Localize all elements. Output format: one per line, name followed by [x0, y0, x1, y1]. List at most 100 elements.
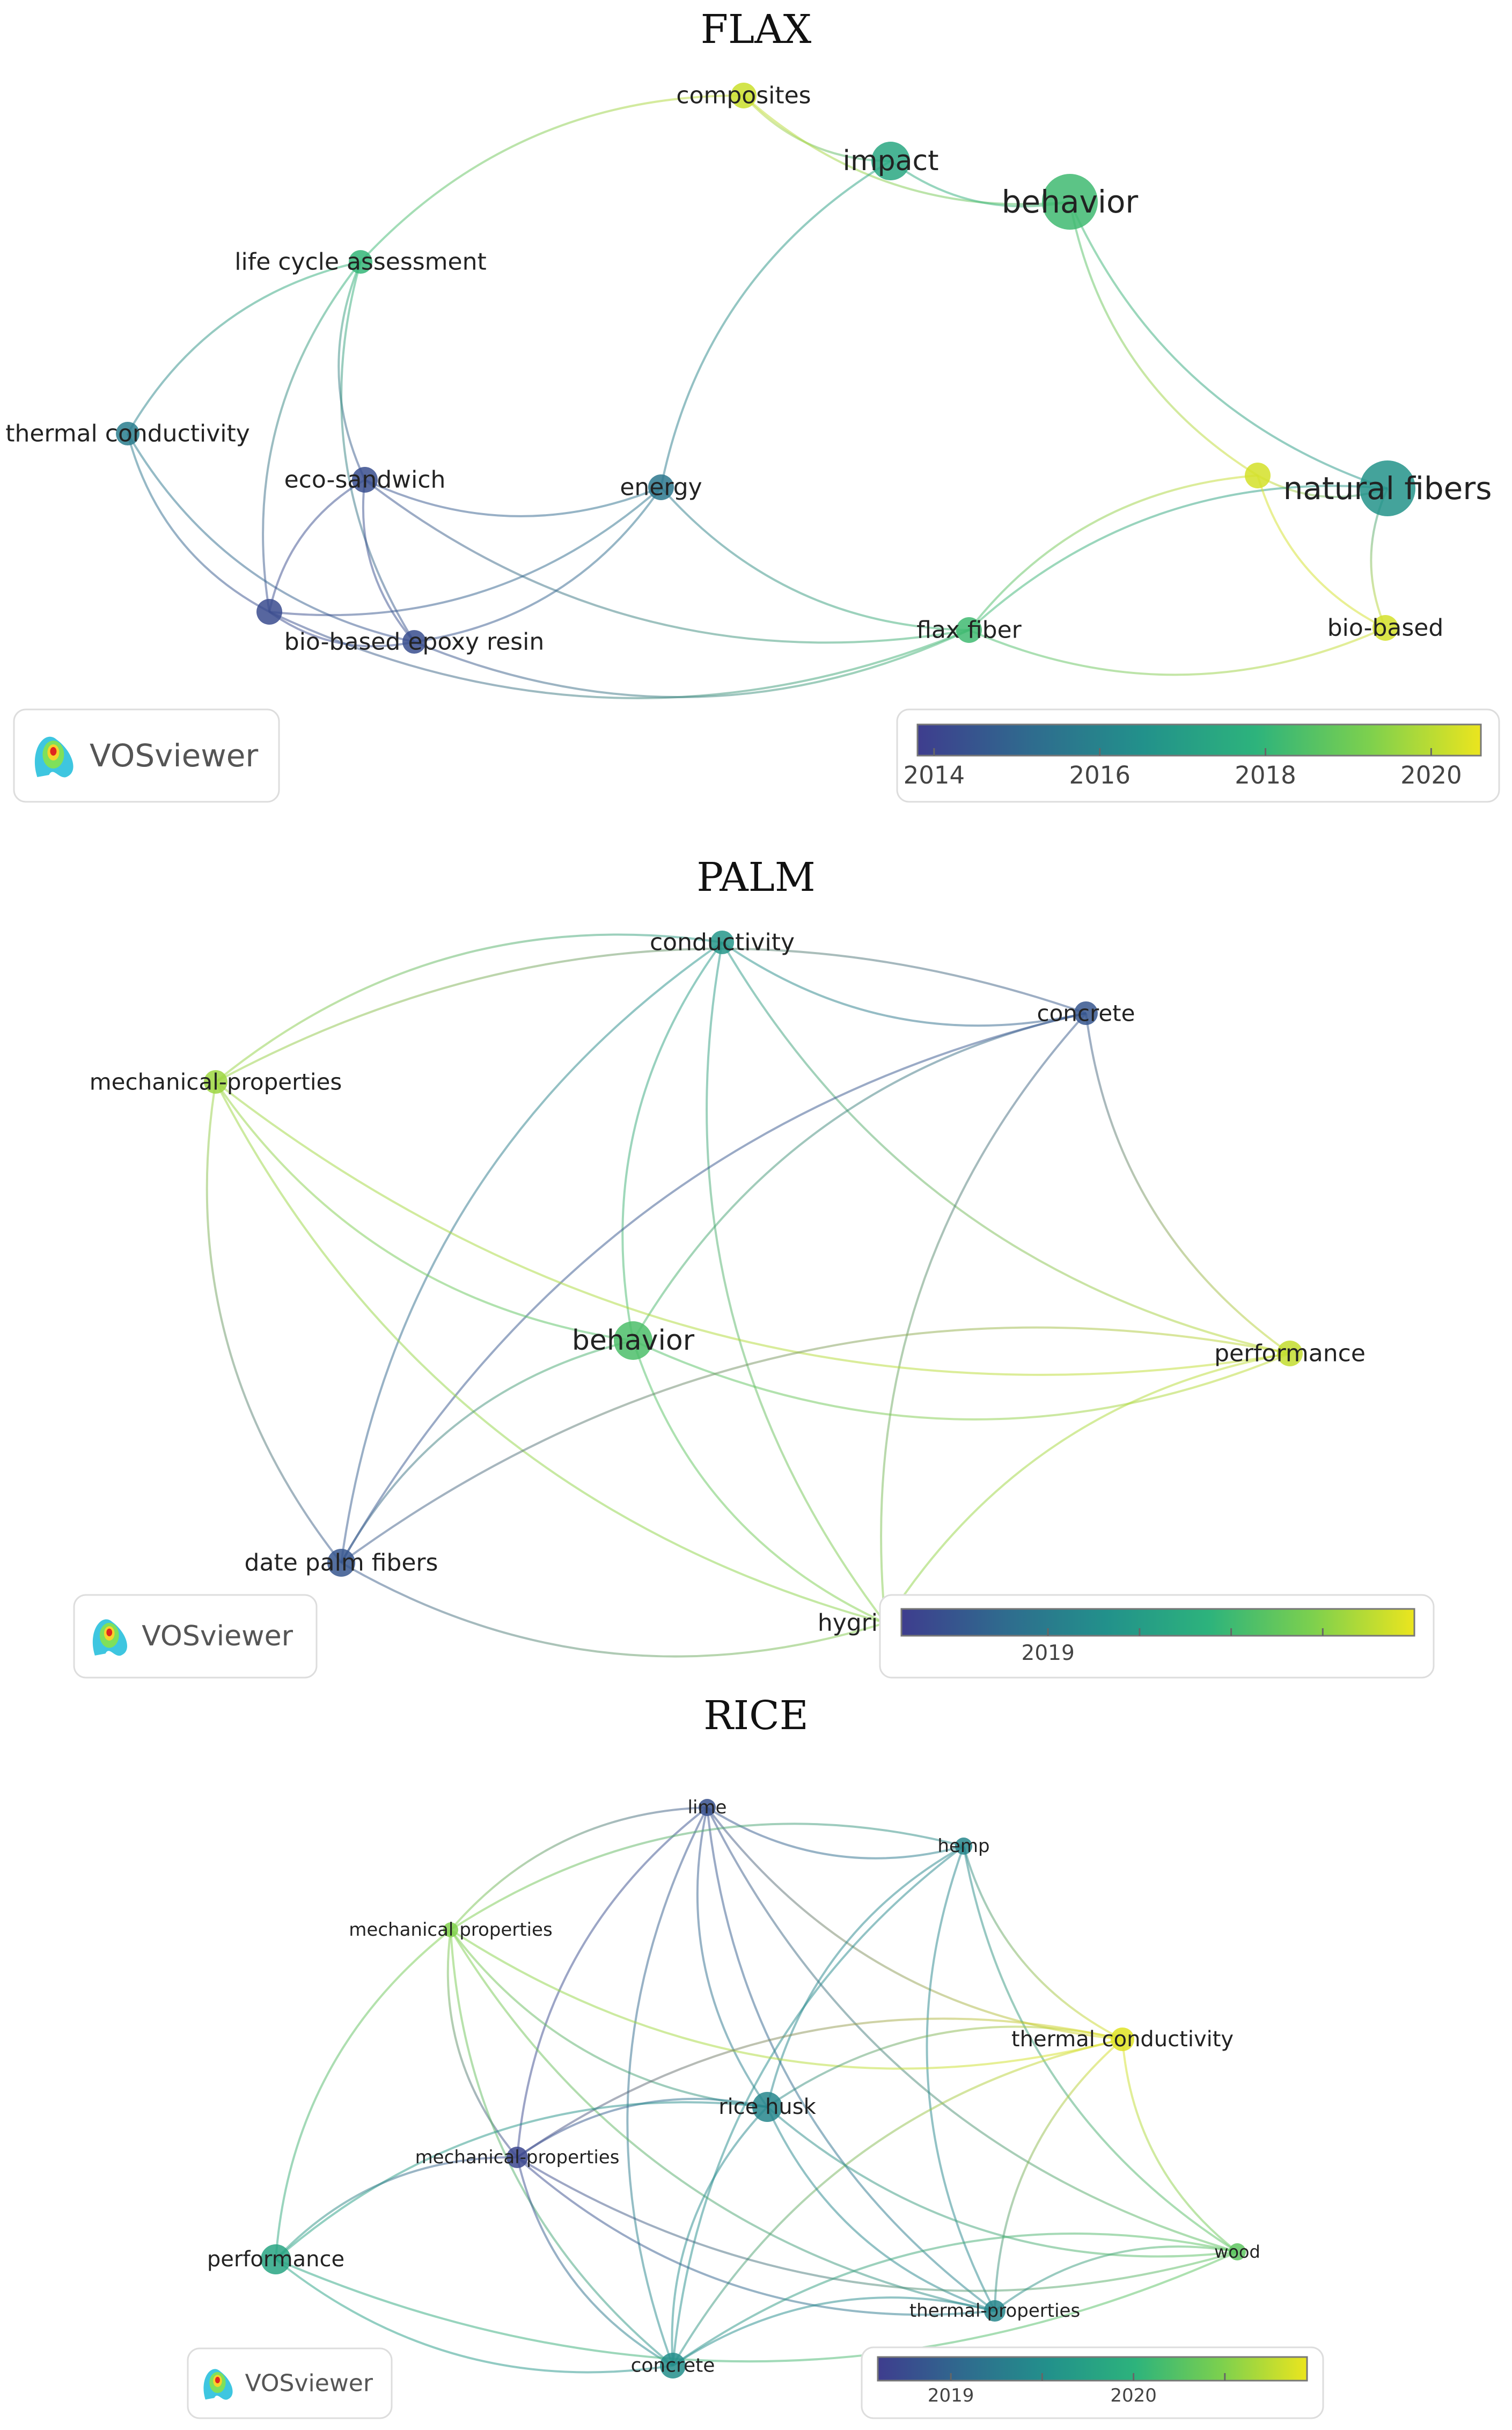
node-lca[interactable] [349, 250, 372, 274]
edge-unlabeled1-epoxy [268, 611, 415, 648]
edge-conductivity-mech [215, 933, 723, 1083]
edge-lime-thermalc [706, 1806, 1123, 2040]
node-rice[interactable] [752, 2092, 782, 2122]
scale-label: 2020 [1400, 761, 1462, 789]
edge-unlabeled1-energy [269, 486, 662, 617]
edge-impact-energy [660, 160, 892, 488]
edge-behavior-performance [633, 1340, 1290, 1421]
edge-thermalc-mech2 [516, 2017, 1123, 2158]
edge-mech1-performance [275, 1929, 452, 2260]
node-thermalp[interactable] [984, 2300, 1005, 2322]
node-composites[interactable] [731, 83, 757, 108]
edge-eco-epoxy [362, 479, 415, 643]
node-label-composites: composites [676, 82, 811, 109]
node-label-mech1: mechanical properties [349, 1919, 552, 1941]
node-label-behavior: behavior [572, 1324, 695, 1357]
edge-thermal-epoxy [127, 433, 415, 643]
panel-title: PALM [696, 854, 815, 901]
edge-eco-energy [364, 479, 662, 517]
panel-title: RICE [703, 1693, 809, 1739]
edge-lime-hemp [706, 1806, 964, 1860]
node-lime[interactable] [699, 1799, 716, 1816]
edge-conductivity-performance [721, 941, 1290, 1355]
node-wood[interactable] [1229, 2243, 1246, 2260]
node-concrete[interactable] [1074, 1001, 1098, 1025]
panel-title: FLAX [701, 6, 812, 53]
edge-yellowdot-flax [968, 474, 1258, 631]
edge-rice-concrete [671, 2106, 768, 2366]
logo-box [73, 1594, 318, 1679]
edge-conductivity-datepalm [340, 941, 723, 1563]
edge-thermalc-concrete [672, 2038, 1123, 2367]
node-yellowdot[interactable] [1245, 463, 1271, 488]
edge-flax-biobased [968, 627, 1386, 676]
logo-blob-core [50, 747, 57, 756]
node-mech2[interactable] [507, 2147, 528, 2168]
edge-conductivity-hygric [706, 942, 886, 1624]
edge-rice-thermalp [766, 2106, 995, 2312]
node-flax[interactable] [956, 617, 982, 643]
node-conductivity[interactable] [710, 931, 734, 954]
node-behavior[interactable] [1042, 174, 1098, 230]
edge-thermalc-wood [1121, 2039, 1238, 2253]
edges [275, 1806, 1238, 2374]
node-thermalc[interactable] [1111, 2028, 1134, 2051]
color-scale: 2019 [879, 1594, 1435, 1679]
scale-bar [877, 2356, 1308, 2382]
edge-hemp-mech1 [450, 1823, 964, 1931]
edge-unlabeled1-flax [269, 611, 970, 699]
edges [127, 94, 1389, 699]
edge-mech-hygric [215, 1081, 886, 1624]
node-label-performance: performance [1214, 1340, 1366, 1367]
node-mech1[interactable] [443, 1922, 458, 1937]
node-label-concrete: concrete [631, 2355, 715, 2377]
node-concrete[interactable] [660, 2353, 686, 2378]
node-natural[interactable] [1360, 460, 1415, 516]
edge-lime-mech1 [450, 1806, 708, 1931]
edge-hemp-concrete [672, 1845, 965, 2366]
edge-eco-flax [364, 479, 970, 644]
node-thermal[interactable] [116, 422, 140, 445]
node-hemp[interactable] [955, 1838, 972, 1855]
node-unlabeled1[interactable] [256, 599, 282, 625]
node-label-energy: energy [620, 474, 702, 501]
edge-datepalm-hygric [340, 1562, 886, 1658]
edge-mech2-wood [516, 2156, 1238, 2292]
edge-lca-epoxy [340, 261, 415, 643]
logo-box [187, 2347, 393, 2419]
node-energy[interactable] [648, 474, 674, 500]
node-biobased[interactable] [1372, 615, 1398, 641]
logo-text: VOSviewer [90, 737, 258, 774]
edge-performance-datepalm [340, 1326, 1290, 1564]
node-label-mech: mechanical-properties [90, 1069, 342, 1095]
scale-label: 2019 [1022, 1641, 1075, 1665]
node-label-concrete: concrete [1037, 1000, 1135, 1027]
node-label-thermal: thermal conductivity [5, 420, 250, 448]
edge-epoxy-flax [414, 629, 970, 698]
edge-composites-lca [359, 94, 744, 263]
edge-performance-wood [275, 2251, 1238, 2363]
edge-natural-flax [968, 485, 1388, 631]
node-eco[interactable] [352, 467, 378, 493]
edge-behavior-datepalm [340, 1340, 634, 1563]
vosviewer-icon [92, 1619, 127, 1656]
node-epoxy[interactable] [402, 630, 426, 654]
logo-blob-core [215, 2376, 221, 2384]
edge-concrete-datepalm [340, 1012, 1087, 1563]
node-label-datepalm: date palm fibers [245, 1549, 438, 1577]
edge-yellowdot-biobased [1257, 475, 1386, 629]
node-impact[interactable] [871, 142, 910, 180]
edge-mech1-mech2 [446, 1929, 518, 2158]
node-performance[interactable] [261, 2244, 291, 2274]
node-behavior[interactable] [614, 1321, 652, 1360]
edge-performance-hygric [884, 1352, 1290, 1624]
node-datepalm[interactable] [327, 1549, 355, 1577]
network-panel-palm: PALMconductivityconcretemechanical-prope… [73, 854, 1435, 1679]
node-mech[interactable] [204, 1070, 227, 1094]
node-performance[interactable] [1277, 1341, 1303, 1366]
